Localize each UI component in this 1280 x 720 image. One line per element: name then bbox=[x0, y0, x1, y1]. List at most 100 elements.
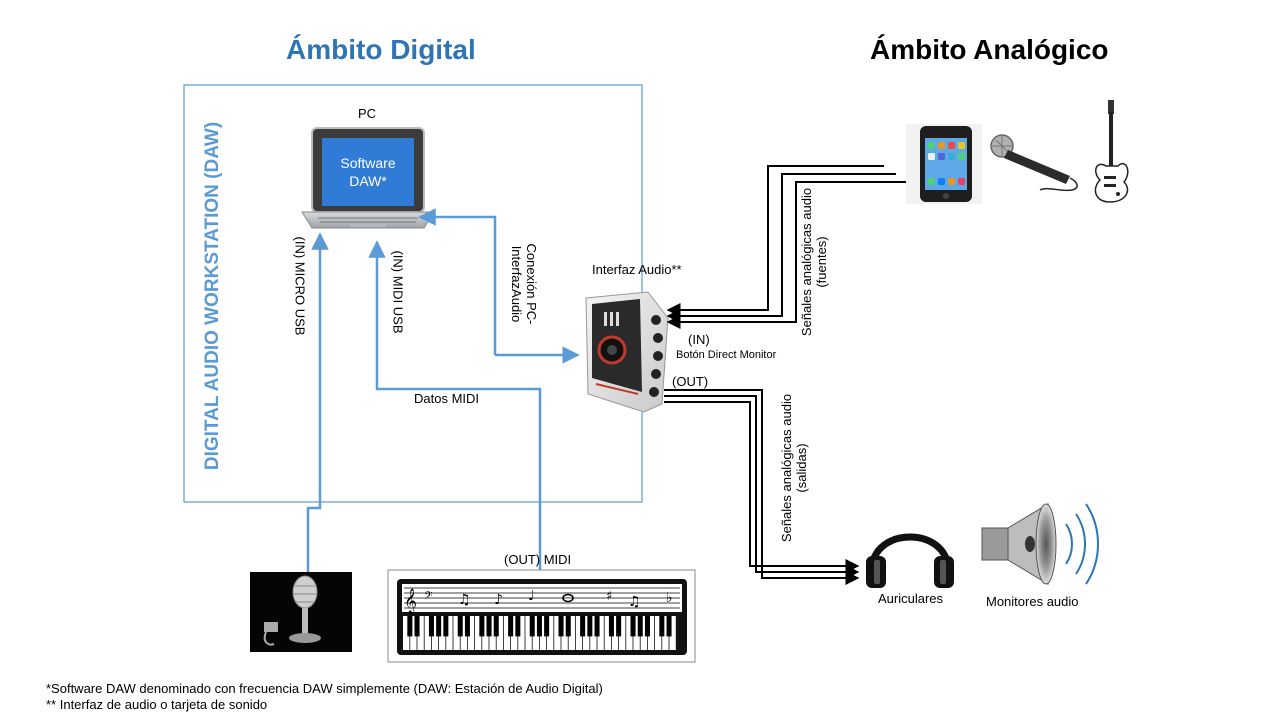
white-key bbox=[410, 616, 417, 650]
audio-interface-label: Interfaz Audio** bbox=[592, 262, 682, 277]
analog-outputs-label: Señales analógicas audio (salidas) bbox=[779, 393, 809, 543]
digital-domain-title: Ámbito Digital bbox=[286, 34, 476, 65]
svg-text:♭: ♭ bbox=[666, 590, 673, 606]
white-key bbox=[597, 616, 604, 650]
white-key bbox=[467, 616, 475, 650]
white-key bbox=[532, 616, 539, 650]
usb-connections bbox=[306, 208, 580, 572]
black-key bbox=[515, 616, 521, 637]
smartphone-icon bbox=[906, 124, 982, 204]
white-key bbox=[496, 616, 503, 650]
white-key bbox=[669, 616, 676, 650]
electric-guitar-icon bbox=[1094, 100, 1129, 203]
pc-screen-text: Software DAW* bbox=[340, 155, 396, 189]
black-key bbox=[580, 616, 586, 637]
white-key bbox=[431, 616, 439, 650]
headphones-icon bbox=[866, 533, 954, 588]
black-key bbox=[594, 616, 600, 637]
white-key bbox=[590, 616, 597, 650]
svg-text:♫: ♫ bbox=[458, 592, 471, 608]
midi-usb-label: (IN) MIDI USB bbox=[390, 250, 406, 334]
white-key bbox=[453, 616, 460, 650]
white-key bbox=[525, 616, 532, 650]
white-key bbox=[439, 616, 446, 650]
white-key bbox=[424, 616, 431, 650]
svg-text:♯: ♯ bbox=[606, 589, 612, 604]
black-key bbox=[414, 616, 420, 637]
white-key bbox=[403, 616, 410, 650]
white-key bbox=[489, 616, 496, 650]
white-key bbox=[662, 616, 669, 650]
pc-label: PC bbox=[358, 106, 377, 121]
svg-text:𝄢: 𝄢 bbox=[424, 590, 432, 605]
white-key bbox=[554, 616, 561, 650]
svg-text:♫: ♫ bbox=[628, 594, 641, 610]
midi-keyboard-icon: 𝄞 𝄢 ♫ ♪ ♩ ♯ ♫ ♭ bbox=[387, 569, 696, 663]
analog-sources-label: Señales analógicas audio (fuentes) bbox=[799, 187, 829, 337]
analog-output-lines bbox=[664, 389, 860, 585]
usb-microphone-icon bbox=[250, 572, 352, 652]
microphone-icon bbox=[990, 134, 1078, 192]
speaker-icon bbox=[981, 503, 1099, 585]
footnote-daw: *Software DAW denominado con frecuencia … bbox=[46, 681, 603, 696]
black-key bbox=[436, 616, 442, 637]
black-key bbox=[493, 616, 499, 637]
black-key bbox=[544, 616, 550, 637]
black-key bbox=[666, 616, 672, 637]
white-key bbox=[575, 616, 583, 650]
black-key bbox=[407, 616, 413, 637]
black-key bbox=[529, 616, 535, 637]
black-key bbox=[630, 616, 636, 637]
white-key bbox=[633, 616, 640, 650]
headphones-label: Auriculares bbox=[878, 591, 944, 606]
white-key bbox=[604, 616, 611, 650]
white-key bbox=[655, 616, 662, 650]
midi-out-label: (OUT) MIDI bbox=[504, 552, 572, 567]
black-key bbox=[659, 616, 665, 637]
white-key bbox=[619, 616, 626, 650]
interface-out-label: (OUT) bbox=[672, 374, 709, 389]
white-key bbox=[626, 616, 633, 650]
svg-text:♩: ♩ bbox=[528, 588, 535, 604]
white-key bbox=[583, 616, 590, 650]
audio-interface-icon bbox=[585, 291, 669, 413]
black-key bbox=[608, 616, 614, 637]
black-key bbox=[479, 616, 485, 637]
white-key bbox=[511, 616, 518, 650]
daw-vertical-title: DIGITAL AUDIO WORKSTATION (DAW) bbox=[202, 121, 223, 471]
analog-input-lines bbox=[666, 165, 908, 329]
white-key bbox=[568, 616, 575, 650]
black-key bbox=[644, 616, 650, 637]
white-key bbox=[539, 616, 547, 650]
white-key bbox=[647, 616, 655, 650]
laptop-icon bbox=[301, 127, 435, 229]
black-key bbox=[558, 616, 564, 637]
black-key bbox=[464, 616, 470, 637]
midi-data-label: Datos MIDI bbox=[414, 391, 480, 406]
black-key bbox=[637, 616, 643, 637]
footnote-interface: ** Interfaz de audio o tarjeta de sonido bbox=[46, 697, 268, 712]
pc-interface-connection-label: Conexión PC- InterfazAudio bbox=[509, 243, 539, 325]
svg-text:♪: ♪ bbox=[494, 592, 503, 608]
black-key bbox=[486, 616, 492, 637]
micro-usb-label: (IN) MICRO USB bbox=[292, 236, 308, 336]
white-key bbox=[482, 616, 489, 650]
monitors-label: Monitores audio bbox=[986, 594, 1079, 609]
white-key bbox=[460, 616, 467, 650]
white-key bbox=[640, 616, 647, 650]
black-key bbox=[536, 616, 542, 637]
black-key bbox=[428, 616, 434, 637]
interface-in-label: (IN) bbox=[688, 332, 710, 347]
black-key bbox=[443, 616, 449, 637]
white-key bbox=[446, 616, 453, 650]
black-key bbox=[616, 616, 622, 637]
black-key bbox=[565, 616, 571, 637]
white-key bbox=[547, 616, 554, 650]
white-key bbox=[611, 616, 619, 650]
direct-monitor-label: Botón Direct Monitor bbox=[676, 349, 777, 361]
black-key bbox=[587, 616, 593, 637]
svg-text:𝄞: 𝄞 bbox=[404, 588, 417, 614]
white-key bbox=[475, 616, 482, 650]
